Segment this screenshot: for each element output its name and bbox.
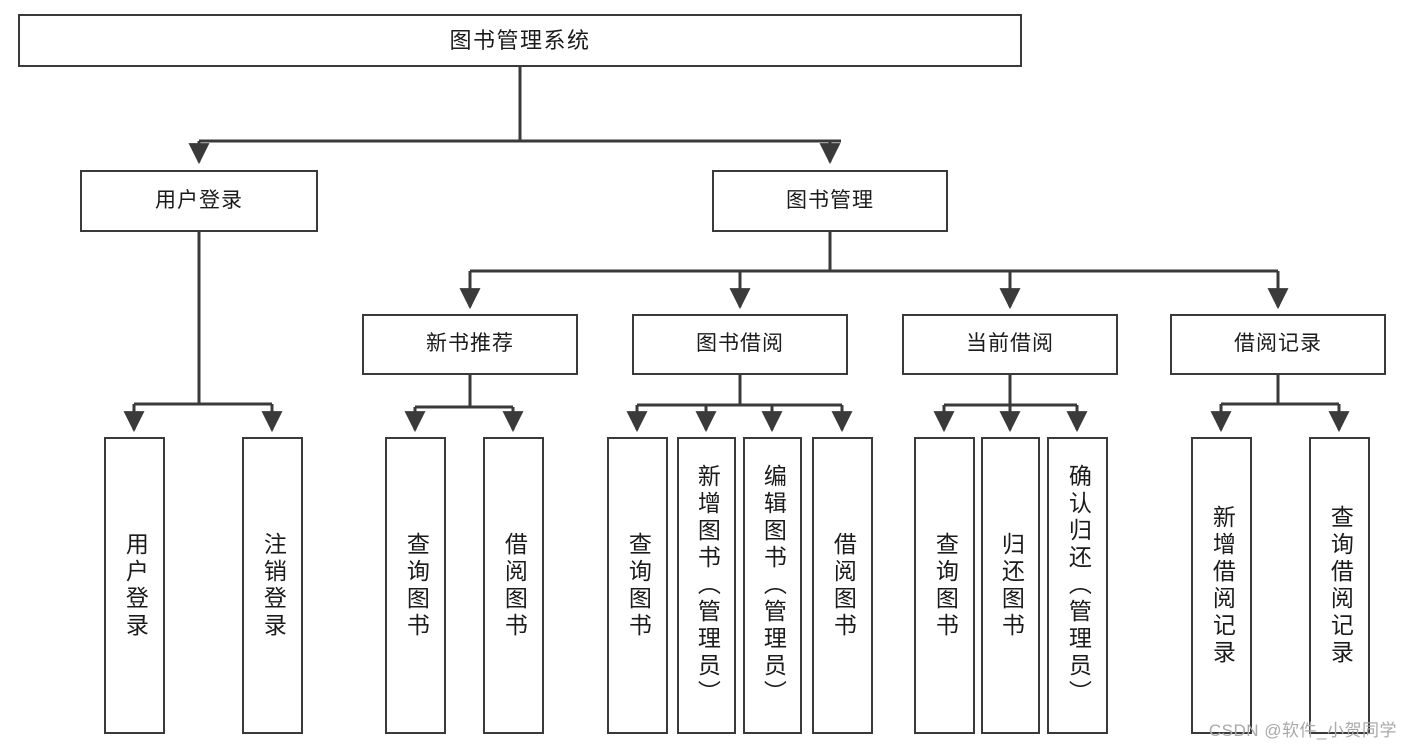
- leaf-add-record[interactable]: 新增借阅记录: [1191, 437, 1252, 734]
- leaf-query-record[interactable]: 查询借阅记录: [1309, 437, 1370, 734]
- leaf-add-record-label: 新增借阅记录: [1209, 504, 1236, 667]
- leaf-borrow-book-1[interactable]: 借阅图书: [483, 437, 544, 734]
- leaf-query-book-2-label: 查询图书: [625, 531, 652, 640]
- leaf-logout-label: 注销登录: [260, 531, 287, 640]
- leaf-return-book-label: 归还图书: [998, 531, 1025, 640]
- node-new-book-recommend-label: 新书推荐: [426, 332, 514, 356]
- leaf-query-book-3[interactable]: 查询图书: [914, 437, 975, 734]
- leaf-edit-book-admin[interactable]: 编辑图书（管理员）: [743, 437, 802, 734]
- leaf-query-book-3-label: 查询图书: [932, 531, 959, 640]
- leaf-logout[interactable]: 注销登录: [242, 437, 303, 734]
- leaf-add-book-admin-label: 新增图书（管理员）: [694, 464, 721, 707]
- node-user-login-label: 用户登录: [155, 188, 243, 212]
- leaf-query-book-2[interactable]: 查询图书: [607, 437, 668, 734]
- leaf-borrow-book-1-label: 借阅图书: [501, 531, 528, 640]
- node-root[interactable]: 图书管理系统: [18, 14, 1022, 67]
- node-new-book-recommend[interactable]: 新书推荐: [362, 314, 578, 375]
- leaf-borrow-book-2-label: 借阅图书: [830, 531, 857, 640]
- node-borrow-record-label: 借阅记录: [1234, 332, 1322, 356]
- leaf-edit-book-admin-label: 编辑图书（管理员）: [760, 464, 787, 707]
- leaf-query-book-1-label: 查询图书: [403, 531, 430, 640]
- leaf-confirm-return-admin-label: 确认归还（管理员）: [1065, 464, 1092, 707]
- leaf-add-book-admin[interactable]: 新增图书（管理员）: [677, 437, 736, 734]
- node-book-borrow[interactable]: 图书借阅: [632, 314, 848, 375]
- leaf-return-book[interactable]: 归还图书: [981, 437, 1040, 734]
- leaf-confirm-return-admin[interactable]: 确认归还（管理员）: [1047, 437, 1108, 734]
- node-current-borrow[interactable]: 当前借阅: [902, 314, 1118, 375]
- node-root-label: 图书管理系统: [449, 27, 591, 53]
- node-borrow-record[interactable]: 借阅记录: [1170, 314, 1386, 375]
- node-user-login[interactable]: 用户登录: [80, 170, 318, 232]
- leaf-user-login[interactable]: 用户登录: [104, 437, 165, 734]
- node-current-borrow-label: 当前借阅: [966, 332, 1054, 356]
- leaf-user-login-label: 用户登录: [122, 531, 149, 640]
- leaf-query-book-1[interactable]: 查询图书: [385, 437, 446, 734]
- node-book-manage[interactable]: 图书管理: [712, 170, 948, 232]
- leaf-borrow-book-2[interactable]: 借阅图书: [812, 437, 873, 734]
- node-book-borrow-label: 图书借阅: [696, 332, 784, 356]
- node-book-manage-label: 图书管理: [786, 188, 874, 212]
- leaf-query-record-label: 查询借阅记录: [1327, 504, 1354, 667]
